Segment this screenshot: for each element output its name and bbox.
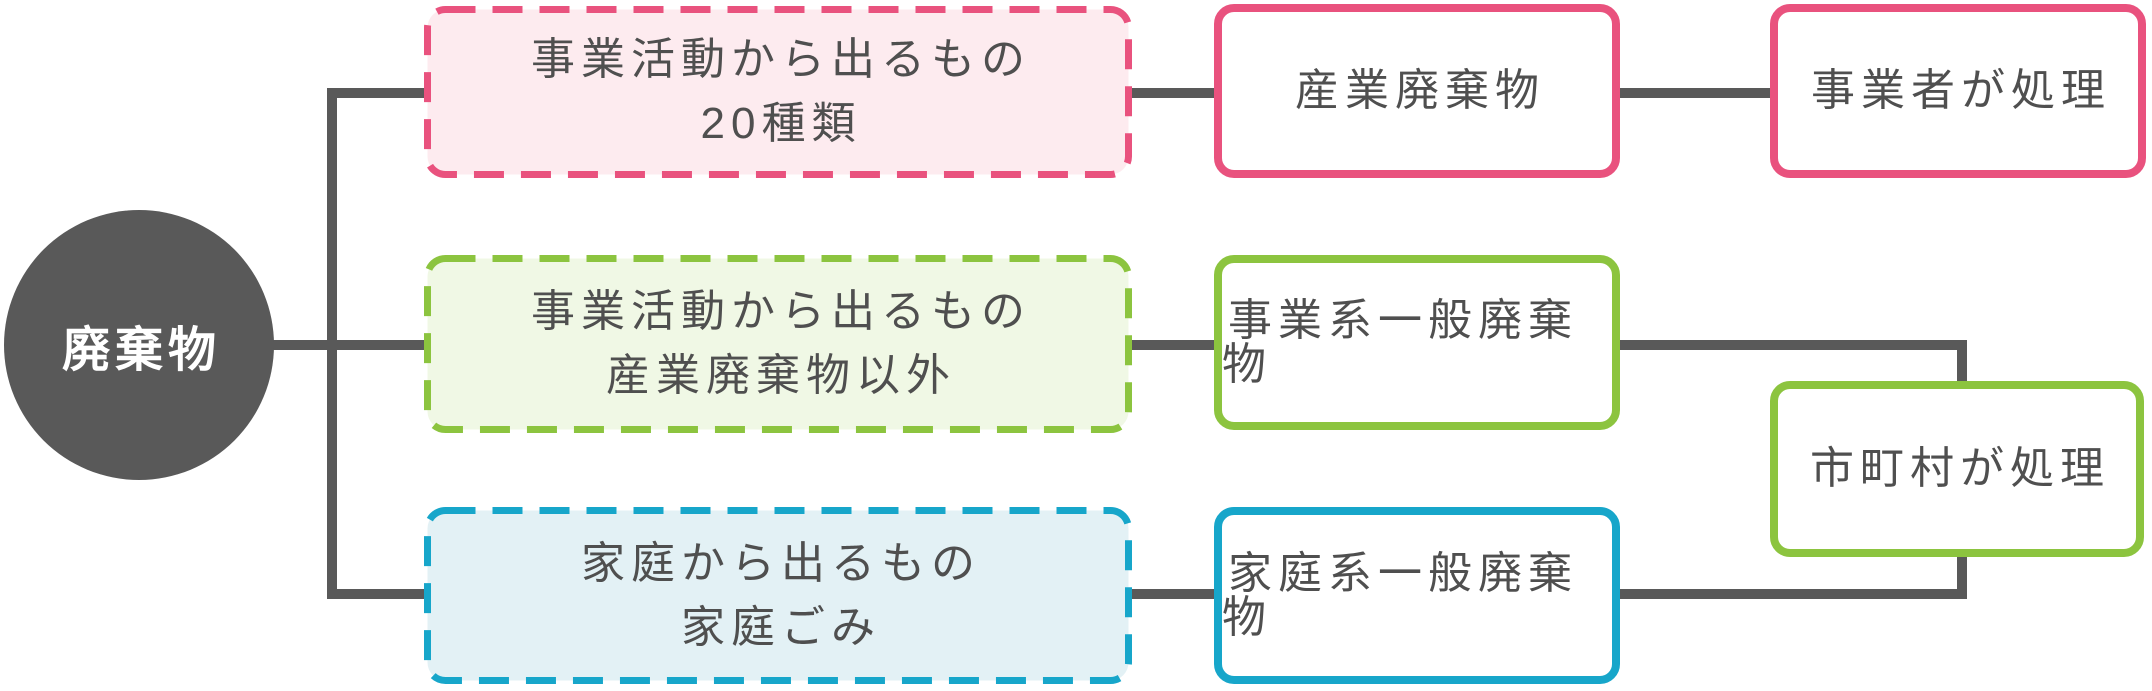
connector-circle-to-trunk xyxy=(255,340,425,350)
handler-box-municipality: 市町村が処理 xyxy=(1770,381,2144,557)
classification-label: 産業廃棄物 xyxy=(1295,66,1545,115)
dashed-border-blue xyxy=(424,507,1132,684)
category-box-business-20types: 事業活動から出るもの 20種類 xyxy=(424,6,1132,178)
classification-box-household-general-waste: 家庭系一般廃棄物 xyxy=(1214,507,1620,684)
connector-row2-category-to-classification xyxy=(1130,340,1218,350)
connector-row2-to-municipal-horizontal xyxy=(1618,340,1967,350)
connector-row3-to-municipal-vertical xyxy=(1957,551,1967,599)
classification-box-industrial-waste: 産業廃棄物 xyxy=(1214,4,1620,178)
connector-row1-classification-to-handler xyxy=(1618,88,1774,98)
connector-trunk-vertical xyxy=(327,88,337,599)
category-line2: 20種類 xyxy=(700,99,862,148)
connector-row3-to-municipal-horizontal xyxy=(1618,589,1967,599)
category-line1: 事業活動から出るもの xyxy=(531,35,1031,84)
category-line1: 事業活動から出るもの xyxy=(531,287,1031,336)
classification-box-business-general-waste: 事業系一般廃棄物 xyxy=(1214,255,1620,430)
connector-row1-category-to-classification xyxy=(1130,88,1218,98)
handler-label: 市町村が処理 xyxy=(1810,444,2110,493)
dashed-border-green xyxy=(424,255,1132,433)
handler-label: 事業者が処理 xyxy=(1811,66,2111,115)
category-line2: 産業廃棄物以外 xyxy=(606,351,956,400)
category-box-label: 家庭から出るもの 家庭ごみ xyxy=(424,507,1132,684)
connector-row3-category-to-classification xyxy=(1130,589,1218,599)
connector-branch1-horizontal xyxy=(327,88,428,98)
classification-label: 事業系一般廃棄物 xyxy=(1222,295,1578,389)
connector-branch3-horizontal xyxy=(327,589,429,599)
category-box-label: 事業活動から出るもの 産業廃棄物以外 xyxy=(424,255,1132,433)
handler-box-business-operator: 事業者が処理 xyxy=(1770,4,2146,178)
category-box-household: 家庭から出るもの 家庭ごみ xyxy=(424,507,1132,684)
category-line1: 家庭から出るもの xyxy=(581,538,981,588)
root-node-label: 廃棄物 xyxy=(61,324,221,377)
root-node-waste: 廃棄物 xyxy=(4,210,274,480)
category-box-label: 事業活動から出るもの 20種類 xyxy=(424,6,1132,178)
dashed-border-pink xyxy=(424,6,1132,178)
category-line2: 家庭ごみ xyxy=(681,602,881,652)
connector-row2-to-municipal-vertical xyxy=(1957,340,1967,388)
category-box-business-nonindustrial: 事業活動から出るもの 産業廃棄物以外 xyxy=(424,255,1132,433)
classification-label: 家庭系一般廃棄物 xyxy=(1222,548,1578,642)
